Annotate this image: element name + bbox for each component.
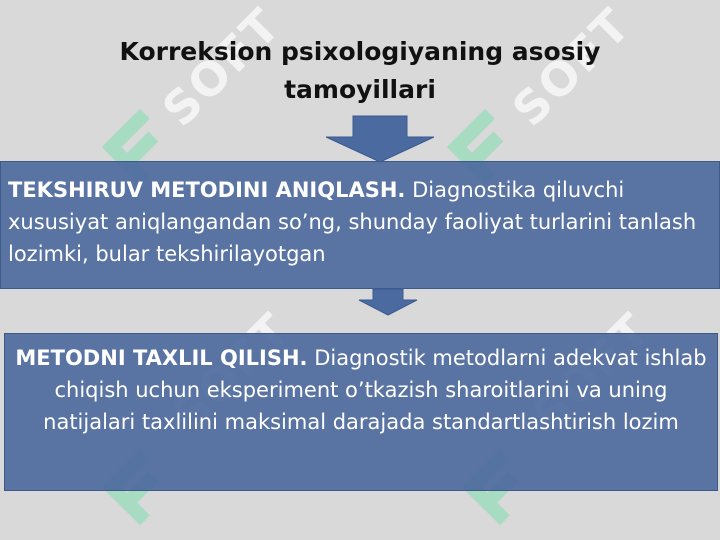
principle-text: Diagnostik metodlarni adekvat ishlab chi… — [43, 346, 707, 434]
principle-heading: TEKSHIRUV METODINI ANIQLASH. — [8, 178, 406, 202]
down-arrow-icon — [358, 288, 418, 316]
page-title: Korreksion psixologiyaning asosiy tamoyi… — [119, 37, 601, 104]
principle-text: Diagnostika qiluvchi xususiyat aniqlanga… — [8, 178, 697, 266]
down-arrow-icon — [325, 115, 435, 163]
principle-block-1: TEKSHIRUV METODINI ANIQLASH. Diagnostika… — [0, 161, 720, 289]
principle-block-2: METODNI TAXLIL QILISH. Diagnostik metodl… — [4, 333, 718, 491]
principle-heading: METODNI TAXLIL QILISH. — [15, 346, 308, 370]
